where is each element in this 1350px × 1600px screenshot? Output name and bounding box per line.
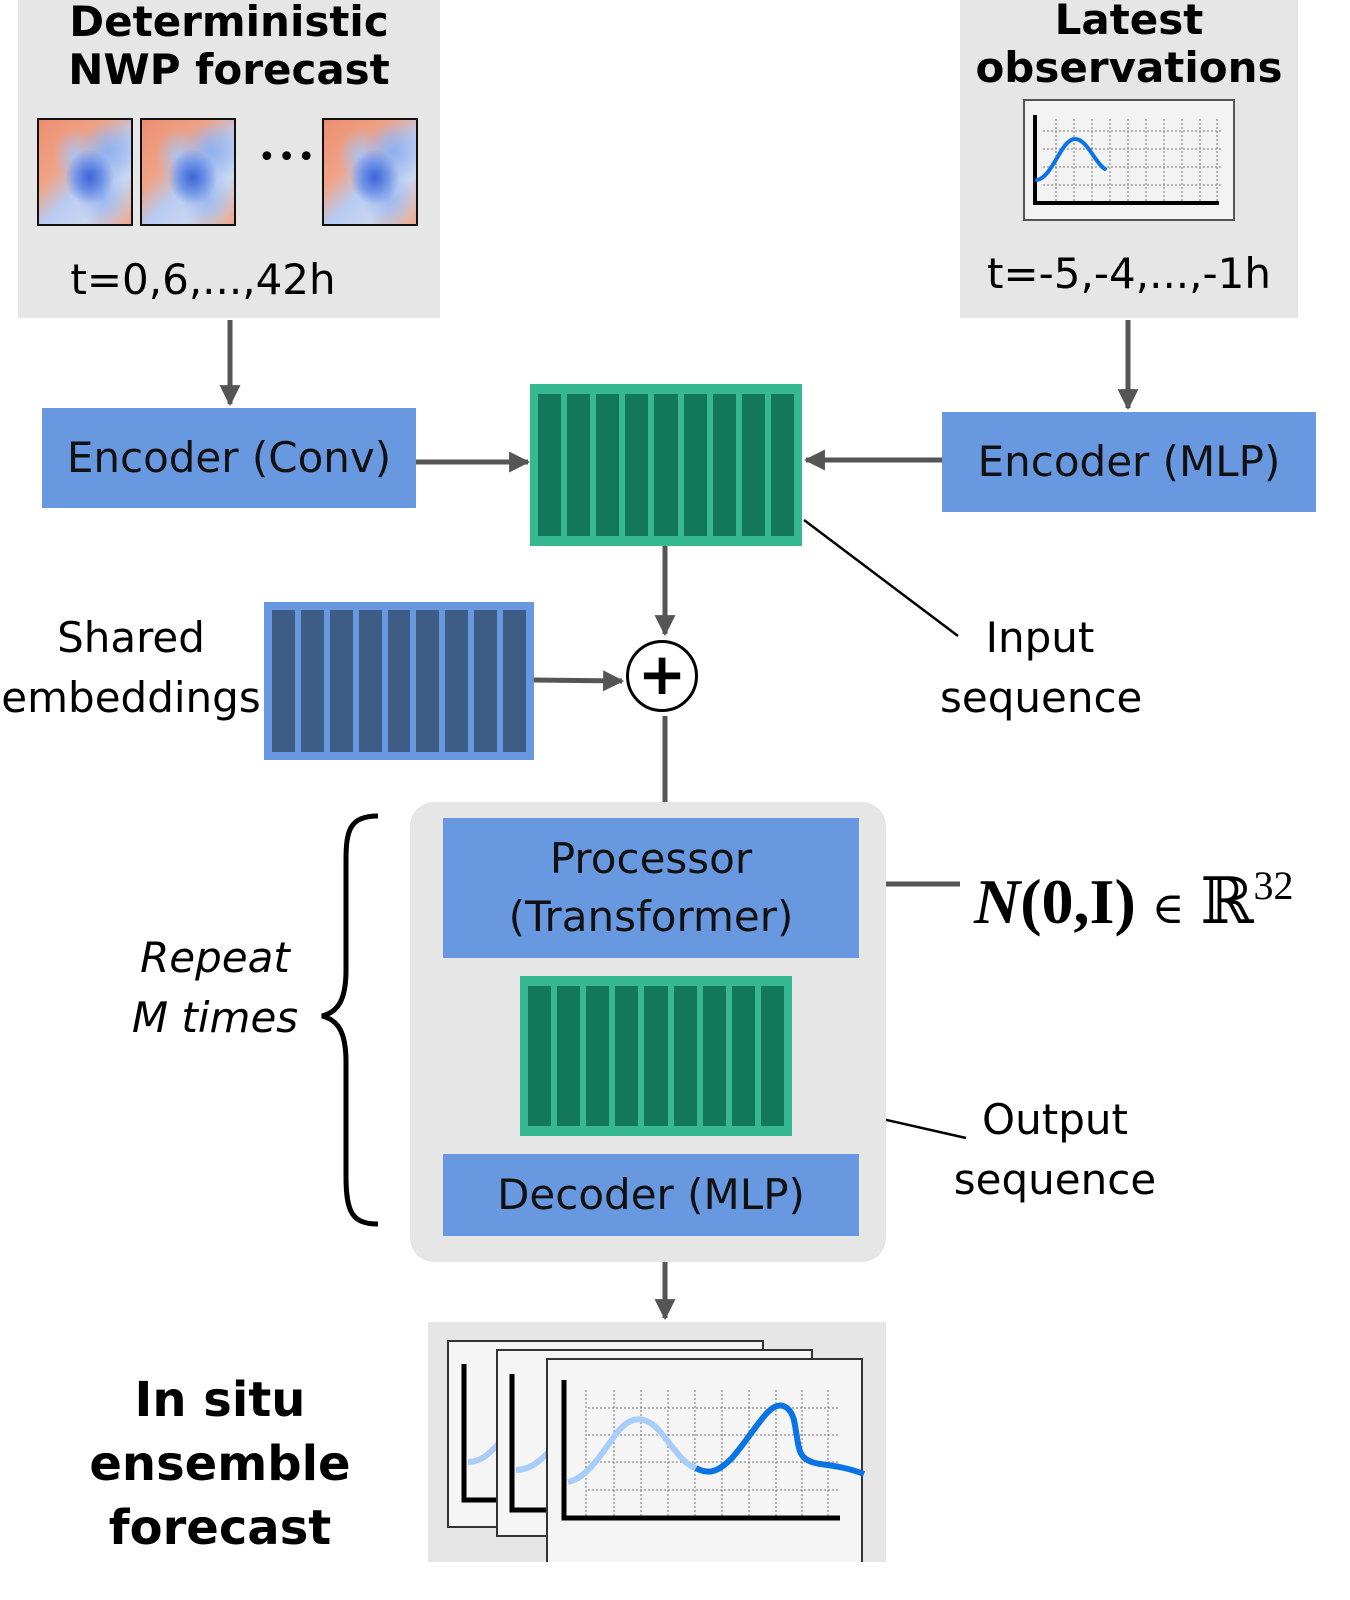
ensemble-forecast-curve <box>694 1402 866 1477</box>
sequence-token <box>770 394 794 536</box>
nwp-map-thumbnail-2 <box>140 118 236 226</box>
sequence-token <box>528 986 552 1126</box>
embedding-token <box>300 610 324 752</box>
processor-transformer-block: Processor (Transformer) <box>443 818 859 958</box>
sequence-token <box>673 986 697 1126</box>
repeat-line2: M times <box>131 993 299 1042</box>
output-sequence-line2: sequence <box>953 1155 1157 1204</box>
obs-panel-title: Latest observations <box>960 0 1298 92</box>
noise-reals: ℝ <box>1200 866 1254 937</box>
shared-embeddings-line1: Shared <box>57 613 205 662</box>
ensemble-panel <box>428 1322 886 1570</box>
input-sequence-label: Input sequence <box>940 608 1143 728</box>
repeat-line1: Repeat <box>140 933 290 982</box>
nwp-map-thumbnail-last <box>322 118 418 226</box>
noise-args: (0,I) <box>1020 866 1136 937</box>
embedding-token <box>416 610 440 752</box>
sequence-token <box>654 394 678 536</box>
sequence-token <box>644 986 668 1126</box>
embedding-token <box>358 610 382 752</box>
sequence-token <box>567 394 591 536</box>
obs-axes <box>1033 115 1219 205</box>
obs-time-label: t=-5,-4,...,-1h <box>986 249 1271 298</box>
observation-chart-icon <box>1023 99 1235 221</box>
ensemble-chart-stack <box>447 1340 866 1570</box>
nwp-title-line2: NWP forecast <box>68 45 390 94</box>
sequence-token <box>760 986 784 1126</box>
sequence-token <box>586 986 610 1126</box>
obs-title-line1: Latest <box>1054 0 1204 44</box>
output-sequence-label: Output sequence <box>950 1090 1160 1210</box>
nwp-ellipsis: ••• <box>258 140 318 175</box>
embedding-token <box>503 610 527 752</box>
nwp-forecast-panel: Deterministic NWP forecast ••• t=0,6,...… <box>18 0 440 318</box>
ensemble-line2: forecast <box>108 1500 332 1556</box>
sequence-token <box>731 986 755 1126</box>
output-sequence-line1: Output <box>982 1095 1128 1144</box>
input-sequence-block <box>530 384 802 546</box>
nwp-time-label: t=0,6,...,42h <box>70 255 336 304</box>
embedding-token <box>474 610 498 752</box>
nwp-title-line1: Deterministic <box>69 0 389 46</box>
output-sequence-block <box>520 976 792 1136</box>
input-sequence-line2: sequence <box>940 673 1143 722</box>
encoder-mlp-block: Encoder (MLP) <box>942 412 1316 512</box>
noise-N: N <box>974 866 1021 937</box>
ensemble-member-3 <box>546 1358 866 1570</box>
sequence-token <box>538 394 562 536</box>
plus-symbol: + <box>637 640 687 708</box>
noise-exponent: 32 <box>1253 863 1294 908</box>
sum-node-icon: + <box>626 640 698 712</box>
ensemble-line1: In situ ensemble <box>89 1372 351 1492</box>
shared-embeddings-label: Shared embeddings <box>0 608 262 728</box>
obs-curve <box>1035 136 1107 182</box>
repeat-label: Repeat M times <box>120 928 310 1048</box>
decoder-mlp-block: Decoder (MLP) <box>443 1154 859 1236</box>
ensemble-past-curve <box>567 1416 698 1485</box>
obs-title-line2: observations <box>975 43 1283 92</box>
nwp-map-thumbnail-1 <box>37 118 133 226</box>
repeat-brace-icon <box>321 813 379 1227</box>
embedding-token <box>329 610 353 752</box>
callout-input-sequence <box>803 519 959 637</box>
processor-line2: (Transformer) <box>508 892 794 941</box>
sequence-token <box>625 394 649 536</box>
nwp-panel-title: Deterministic NWP forecast <box>18 0 440 94</box>
sequence-token <box>741 394 765 536</box>
embedding-token <box>445 610 469 752</box>
ensemble-forecast-label: In situ ensemble forecast <box>10 1368 430 1560</box>
ensemble-axes <box>561 1380 840 1521</box>
noise-element-of: ∈ <box>1151 884 1185 933</box>
sequence-token <box>615 986 639 1126</box>
shared-embeddings-block <box>264 602 534 760</box>
shared-embeddings-line2: embeddings <box>1 673 261 722</box>
arrow-embeddings-to-sum <box>533 670 625 692</box>
processor-line1: Processor <box>549 834 753 883</box>
sequence-token <box>683 394 707 536</box>
observations-panel: Latest observations t=-5,-4,...,-1h <box>960 0 1298 318</box>
embedding-token <box>387 610 411 752</box>
encoder-conv-block: Encoder (Conv) <box>42 408 416 508</box>
sequence-token <box>702 986 726 1126</box>
sequence-token <box>596 394 620 536</box>
input-sequence-line1: Input <box>985 613 1095 662</box>
sequence-token <box>712 394 736 536</box>
embedding-token <box>272 610 295 752</box>
noise-input-label: N(0,I) ∈ ℝ32 <box>974 848 1294 947</box>
sequence-token <box>557 986 581 1126</box>
